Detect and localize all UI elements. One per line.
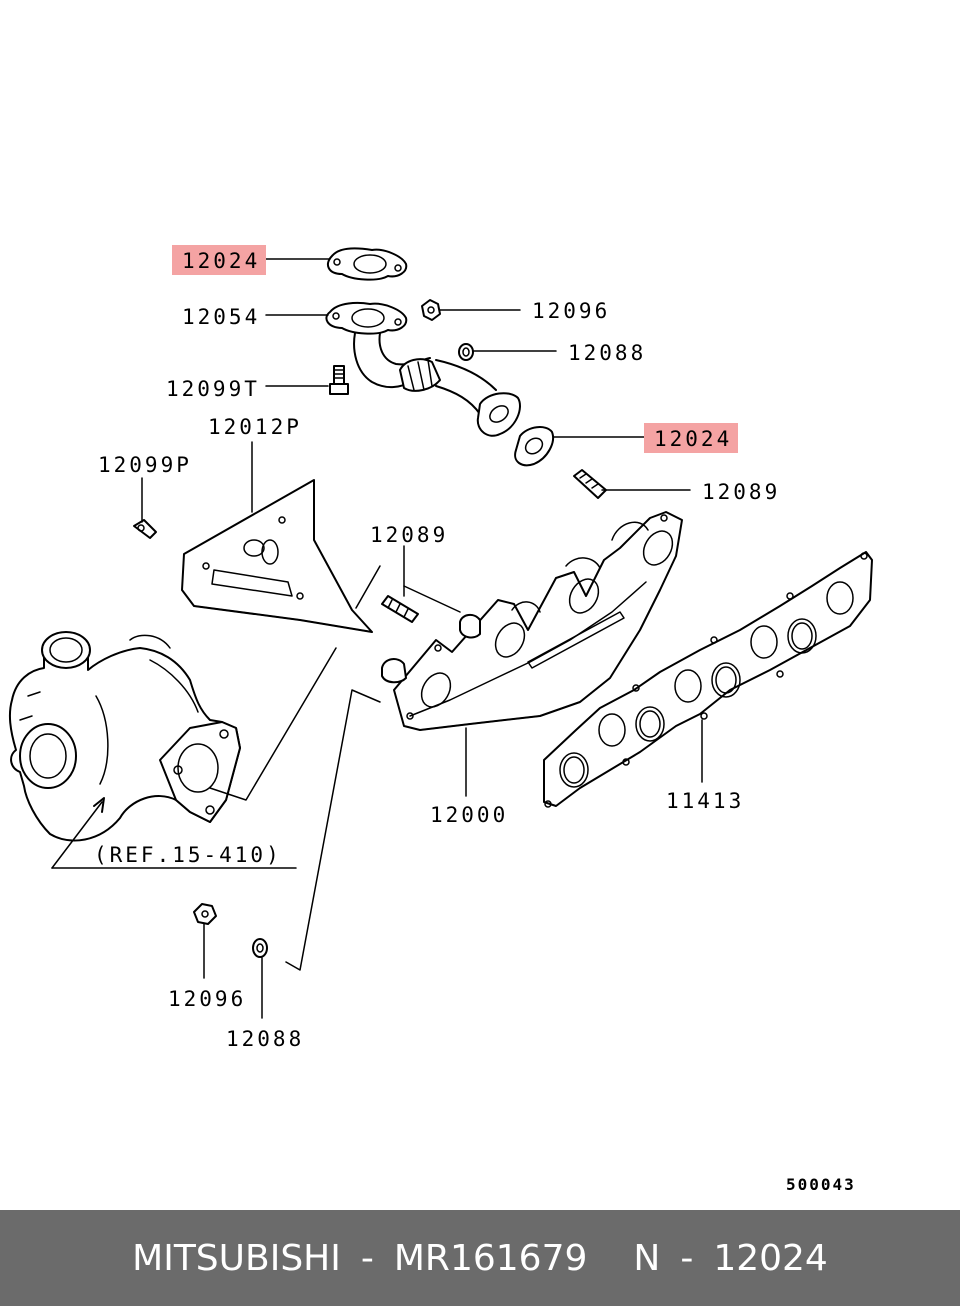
washer-12088-top <box>458 343 474 361</box>
footer-separator-2: - <box>680 1237 694 1279</box>
label-12099p: 12099P <box>98 453 192 477</box>
bolt-12099p <box>133 519 157 539</box>
stud-12089-left <box>381 595 419 623</box>
footer-n-label: N <box>633 1237 661 1279</box>
label-12099t: 12099T <box>166 377 260 401</box>
bracket-12012p <box>181 479 373 633</box>
manifold-gasket-11413 <box>543 551 873 808</box>
label-12089-right: 12089 <box>702 480 780 504</box>
bolt-12099t <box>329 365 349 395</box>
washer-12088-bottom <box>252 938 268 958</box>
nut-12096-bottom <box>193 903 217 925</box>
diagram-code: 500043 <box>786 1175 856 1194</box>
footer-part-number: MR161679 <box>393 1237 588 1279</box>
label-ref: (REF.15-410) <box>94 843 282 867</box>
label-12024-right: 12024 <box>654 427 732 451</box>
gasket-12024-top <box>326 247 408 281</box>
label-12054: 12054 <box>182 305 260 329</box>
label-12088-top: 12088 <box>568 341 646 365</box>
label-12096-bottom: 12096 <box>168 987 246 1011</box>
turbocharger <box>8 631 241 842</box>
label-12089-left: 12089 <box>370 523 448 547</box>
highlight-12024-top <box>172 245 266 275</box>
label-12012p: 12012P <box>208 415 302 439</box>
gasket-12024-right <box>514 426 554 467</box>
footer-bar: MITSUBISHI - MR161679 N - 12024 <box>0 1210 960 1306</box>
stud-12089-right <box>573 469 607 499</box>
highlight-12024-right <box>644 423 738 453</box>
manifold-12000 <box>381 511 683 731</box>
exploded-parts-diagram: 12024 12054 12099T 12012P 12099P 12096 1… <box>8 245 873 1194</box>
label-11413: 11413 <box>666 789 744 813</box>
footer-separator-1: - <box>360 1237 374 1279</box>
pipe-12054 <box>325 302 521 437</box>
footer-ref-number: 12024 <box>713 1237 828 1279</box>
label-12000: 12000 <box>430 803 508 827</box>
label-12088-bottom: 12088 <box>226 1027 304 1051</box>
label-12096-top: 12096 <box>532 299 610 323</box>
label-12024-top: 12024 <box>182 249 260 273</box>
footer-brand: MITSUBISHI <box>132 1237 341 1279</box>
nut-12096-top <box>421 299 441 321</box>
